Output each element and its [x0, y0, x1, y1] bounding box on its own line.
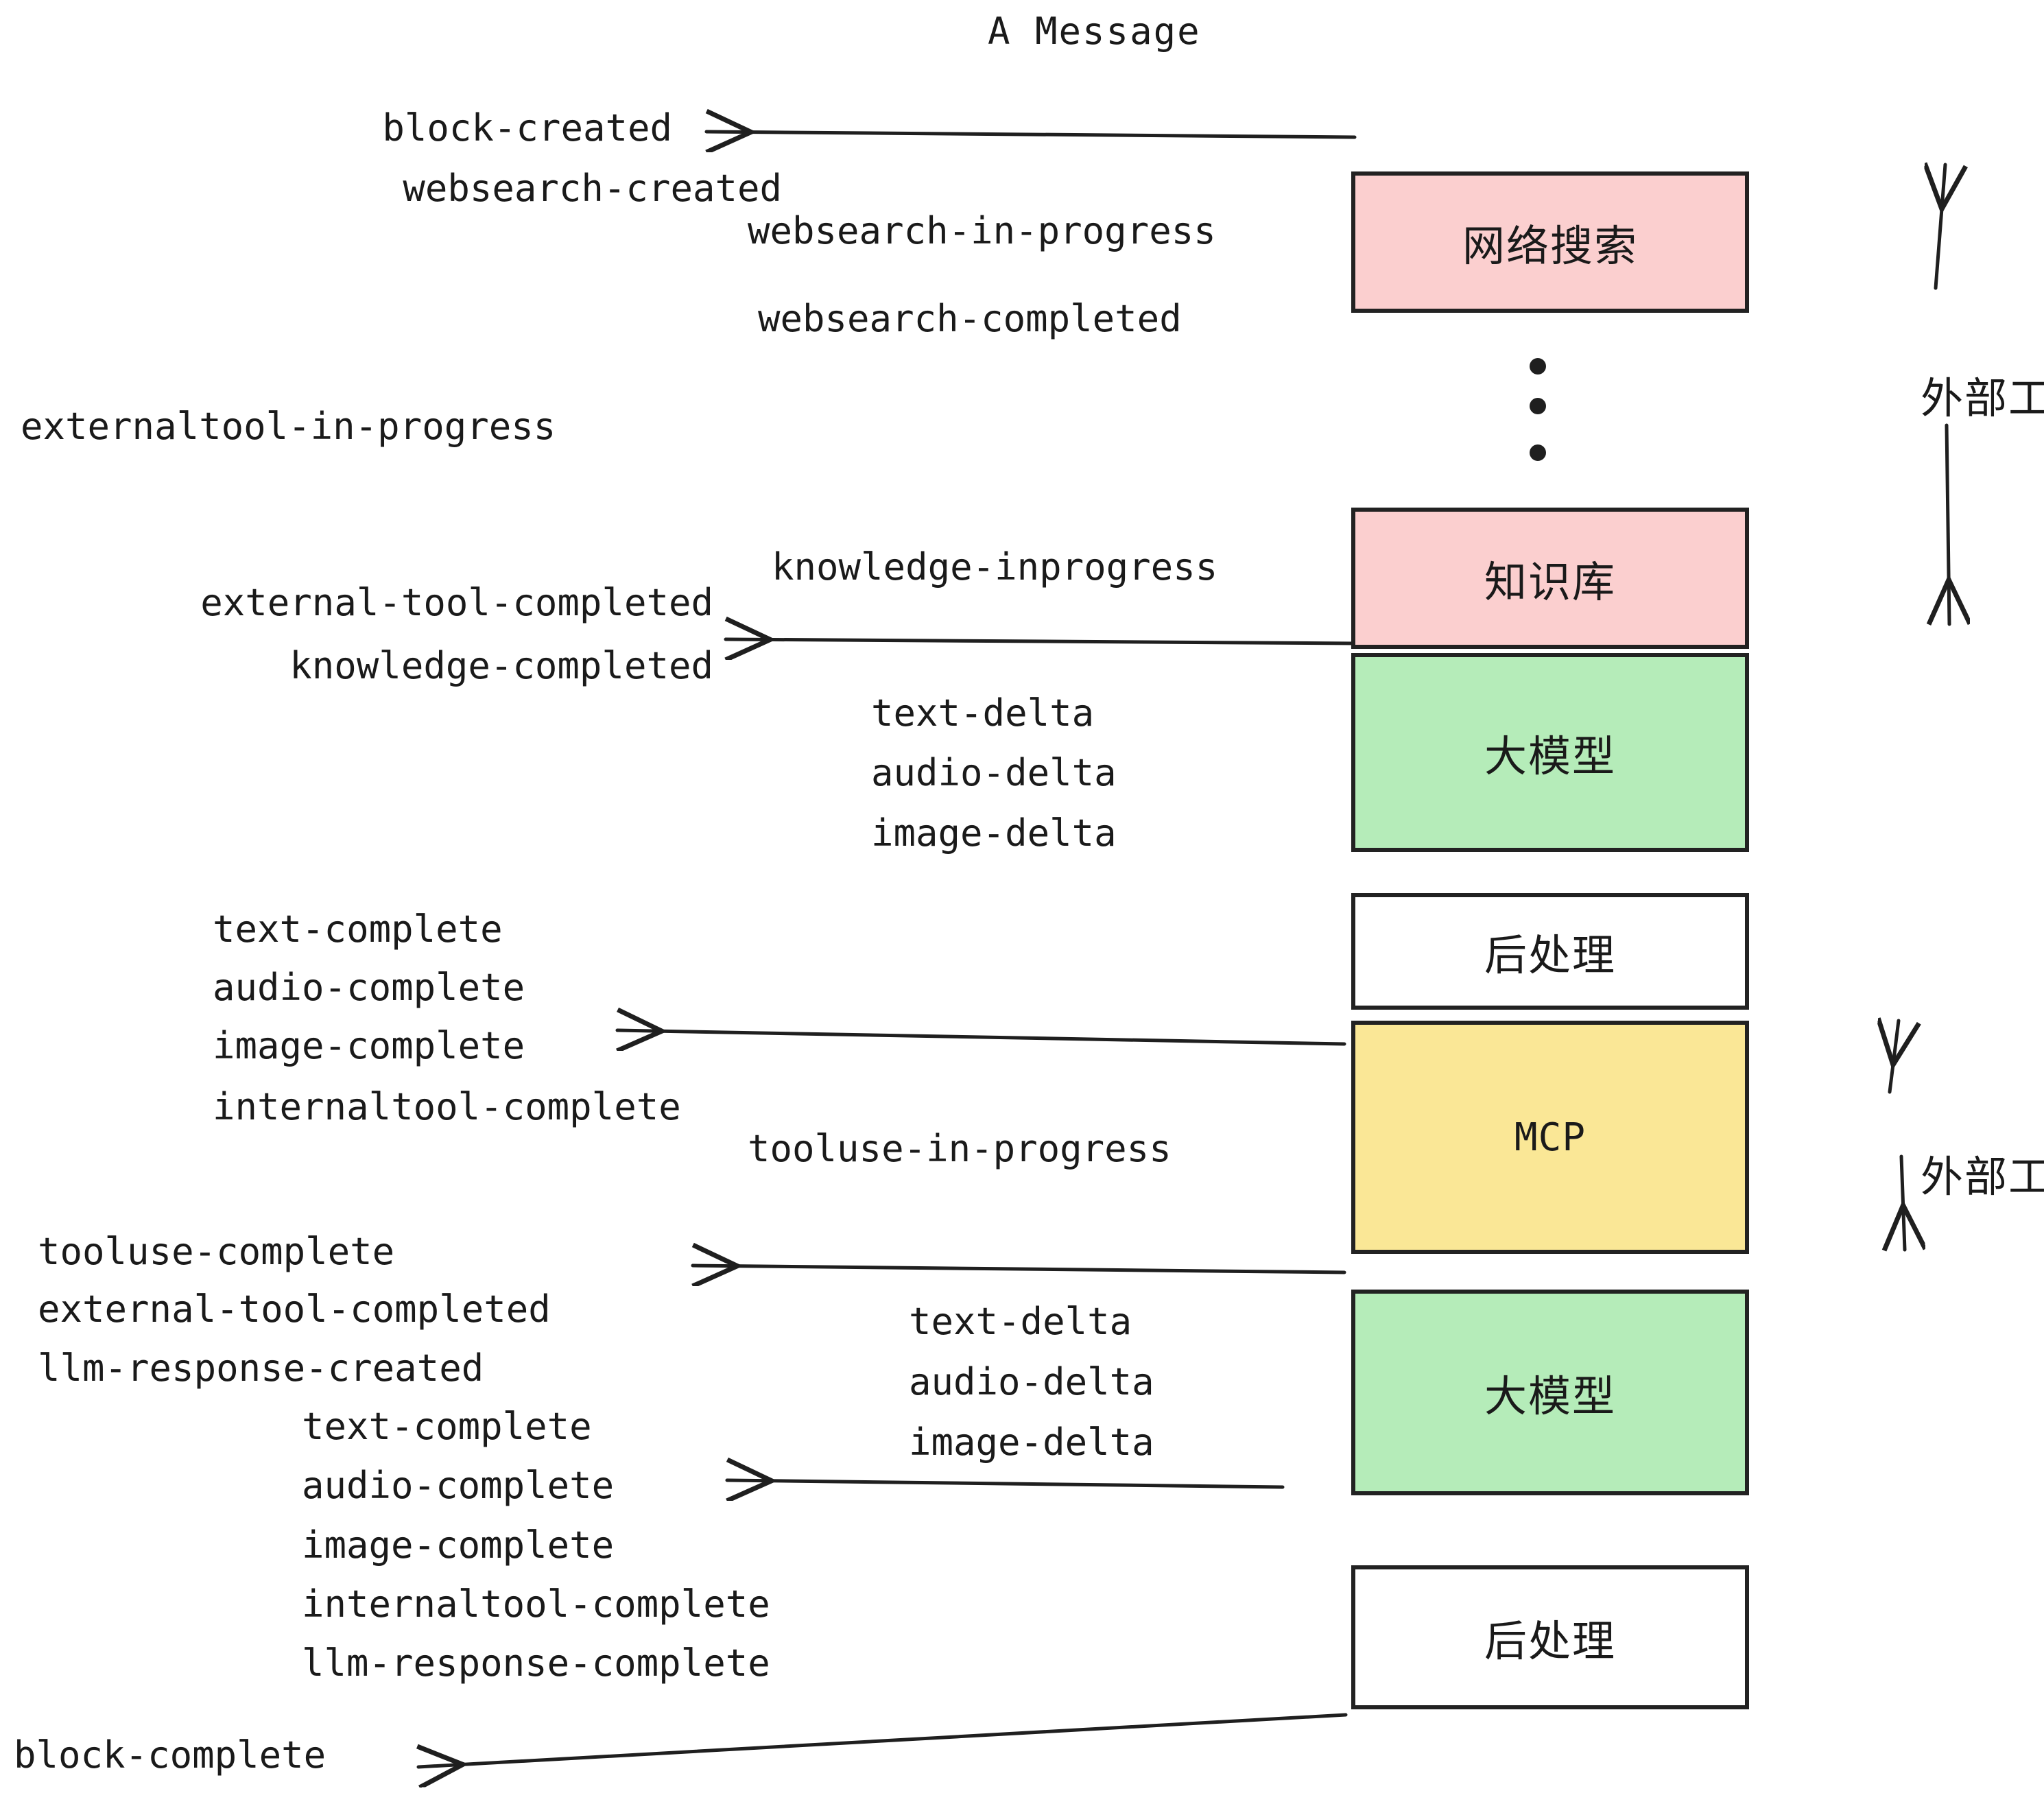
process-box-2: 大模型: [1351, 653, 1749, 852]
process-box-1: 知识库: [1351, 508, 1749, 649]
process-box-label: 后处理: [1484, 1616, 1616, 1666]
event-label-left-0: block-created: [382, 106, 672, 150]
process-box-0: 网络搜索: [1351, 171, 1749, 313]
event-label-left-1: websearch-created: [403, 167, 782, 210]
event-label-mid-6: tooluse-in-progress: [748, 1127, 1172, 1170]
event-label-left-8: internaltool-complete: [213, 1085, 681, 1128]
event-label-mid-7: text-delta: [909, 1300, 1132, 1343]
llm-to-imagecomplete: [615, 1030, 1346, 1044]
flow-arrows: [418, 132, 1357, 1767]
event-label-mid-9: image-delta: [909, 1421, 1154, 1464]
event-label-left-3: external-tool-completed: [200, 581, 713, 624]
page-title: A Message: [988, 10, 1201, 53]
event-label-left-4: knowledge-completed: [289, 644, 713, 687]
bracket-arrows: [1890, 165, 1949, 1252]
event-label-left-9: tooluse-complete: [38, 1230, 395, 1273]
event-label-mid-2: knowledge-inprogress: [772, 545, 1218, 589]
event-label-left-11: llm-response-created: [38, 1346, 484, 1390]
event-label-left-13: audio-complete: [302, 1464, 615, 1507]
process-box-5: 大模型: [1351, 1290, 1749, 1495]
event-label-mid-1: websearch-completed: [758, 297, 1182, 340]
external-tool-label-0: 外部工具: [1921, 373, 2044, 423]
external-tools-up: [1936, 165, 1945, 290]
event-label-mid-0: websearch-in-progress: [748, 209, 1216, 252]
process-box-4: MCP: [1351, 1021, 1749, 1254]
event-label-left-5: text-complete: [213, 907, 503, 951]
event-label-mid-5: image-delta: [871, 811, 1117, 855]
ellipsis-dot-2: [1530, 444, 1546, 461]
event-label-left-12: text-complete: [302, 1405, 592, 1448]
event-label-mid-3: text-delta: [871, 691, 1095, 735]
process-box-label: 网络搜索: [1462, 221, 1638, 271]
external-tool-label-1: 外部工具: [1921, 1152, 2044, 1202]
external-tools2-up: [1890, 1021, 1899, 1094]
ellipsis-dot-1: [1530, 398, 1546, 414]
event-label-left-6: audio-complete: [213, 966, 525, 1009]
event-label-left-10: external-tool-completed: [38, 1287, 551, 1331]
event-label-mid-4: audio-delta: [871, 751, 1117, 794]
process-box-label: 大模型: [1484, 731, 1616, 781]
mcp-to-tooluse: [691, 1266, 1346, 1272]
event-label-left-15: internaltool-complete: [302, 1582, 770, 1626]
process-box-label: MCP: [1514, 1115, 1587, 1160]
event-label-left-14: image-complete: [302, 1523, 615, 1567]
knowledge-to-completed: [724, 639, 1357, 643]
process-box-label: 知识库: [1484, 557, 1616, 607]
post-to-blockcomplete: [418, 1713, 1348, 1767]
event-label-left-2: externaltool-in-progress: [21, 405, 556, 448]
websearch-to-blockcreated: [704, 132, 1357, 137]
process-box-6: 后处理: [1351, 1565, 1749, 1709]
llm2-to-audiocomplete: [725, 1480, 1285, 1487]
event-label-left-17: block-complete: [14, 1733, 326, 1777]
event-label-mid-8: audio-delta: [909, 1360, 1154, 1403]
ellipsis-dot-0: [1530, 358, 1546, 375]
process-box-3: 后处理: [1351, 893, 1749, 1010]
process-box-label: 大模型: [1484, 1371, 1616, 1421]
event-label-left-16: llm-response-complete: [302, 1641, 770, 1685]
external-tools2-down: [1901, 1154, 1905, 1252]
process-box-label: 后处理: [1484, 930, 1616, 980]
external-tools-down: [1947, 423, 1949, 626]
event-label-left-7: image-complete: [213, 1024, 525, 1067]
